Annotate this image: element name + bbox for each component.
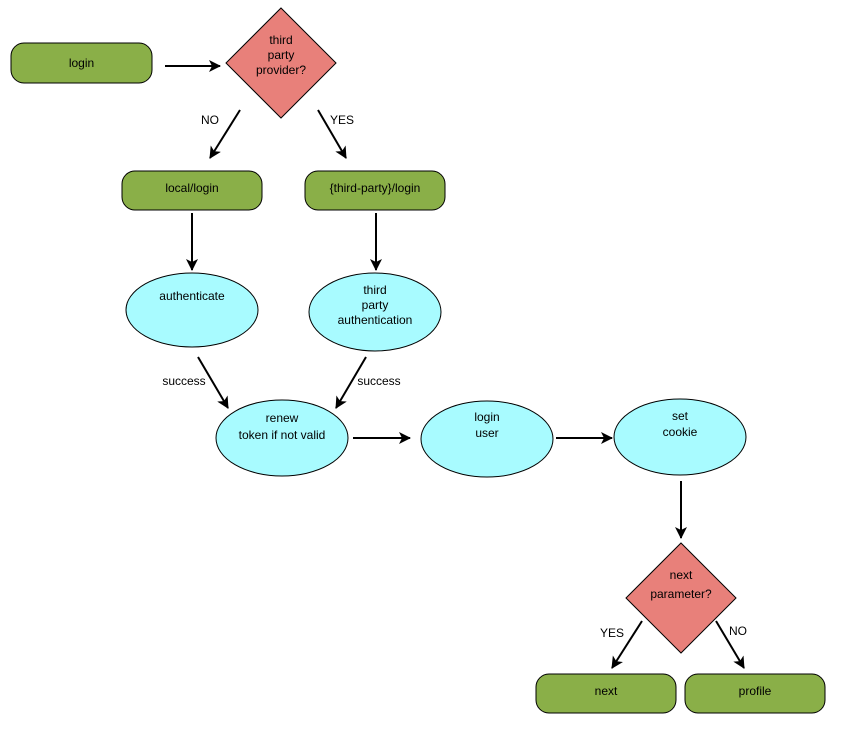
node-profile-label: profile xyxy=(739,684,772,698)
node-login-label: login xyxy=(69,56,94,70)
node-next-label: next xyxy=(595,684,618,698)
node-third-party-decision-line-2: party xyxy=(268,48,295,62)
edge-label-no-bottom: NO xyxy=(729,624,747,638)
node-next: next xyxy=(535,673,677,714)
node-next-parameter-decision-line-1: next xyxy=(670,568,693,582)
node-third-party-authentication-line-1: third xyxy=(363,283,386,297)
edge-authenticate-to-renew-token: success xyxy=(162,356,229,409)
node-next-parameter-decision: next parameter? xyxy=(625,542,737,654)
node-third-party-authentication-line-2: party xyxy=(362,298,389,312)
node-third-party-login: {third-party}/login xyxy=(304,170,446,211)
node-third-party-login-label: {third-party}/login xyxy=(330,181,421,195)
node-login-user-line-1: login xyxy=(474,410,499,424)
edge-decision-yes-to-next: YES xyxy=(600,620,643,669)
node-local-login-label: local/login xyxy=(165,181,218,195)
node-renew-token-line-2: token if not valid xyxy=(239,428,326,442)
edge-label-yes: YES xyxy=(330,113,354,127)
edge-decision-yes-to-third-party-login: YES xyxy=(317,109,354,159)
node-set-cookie-line-1: set xyxy=(672,409,689,423)
edge-label-success-right: success xyxy=(357,374,400,388)
edge-label-yes-bottom: YES xyxy=(600,626,624,640)
node-local-login: local/login xyxy=(121,170,263,211)
node-set-cookie: set cookie xyxy=(613,398,747,476)
node-set-cookie-line-2: cookie xyxy=(663,425,698,439)
edge-label-no: NO xyxy=(201,113,219,127)
node-third-party-authentication: third party authentication xyxy=(308,272,442,352)
node-third-party-decision-line-3: provider? xyxy=(256,63,306,77)
node-authenticate: authenticate xyxy=(125,272,259,348)
node-profile: profile xyxy=(684,673,826,714)
edge-decision-no-to-local-login: NO xyxy=(201,109,241,159)
edge-decision-no-to-profile: NO xyxy=(715,620,747,669)
node-third-party-decision-line-1: third xyxy=(269,33,292,47)
node-third-party-authentication-line-3: authentication xyxy=(338,313,413,327)
node-next-parameter-decision-line-2: parameter? xyxy=(650,587,712,601)
node-login-user-line-2: user xyxy=(475,426,498,440)
node-renew-token-line-1: renew xyxy=(266,411,299,425)
node-login-user: login user xyxy=(420,400,554,478)
node-authenticate-label: authenticate xyxy=(159,289,225,303)
node-login: login xyxy=(10,42,153,84)
edge-third-party-authentication-to-renew-token: success xyxy=(335,356,401,409)
node-third-party-decision: third party provider? xyxy=(225,7,337,119)
node-renew-token: renew token if not valid xyxy=(215,399,349,477)
edge-label-success-left: success xyxy=(162,374,205,388)
